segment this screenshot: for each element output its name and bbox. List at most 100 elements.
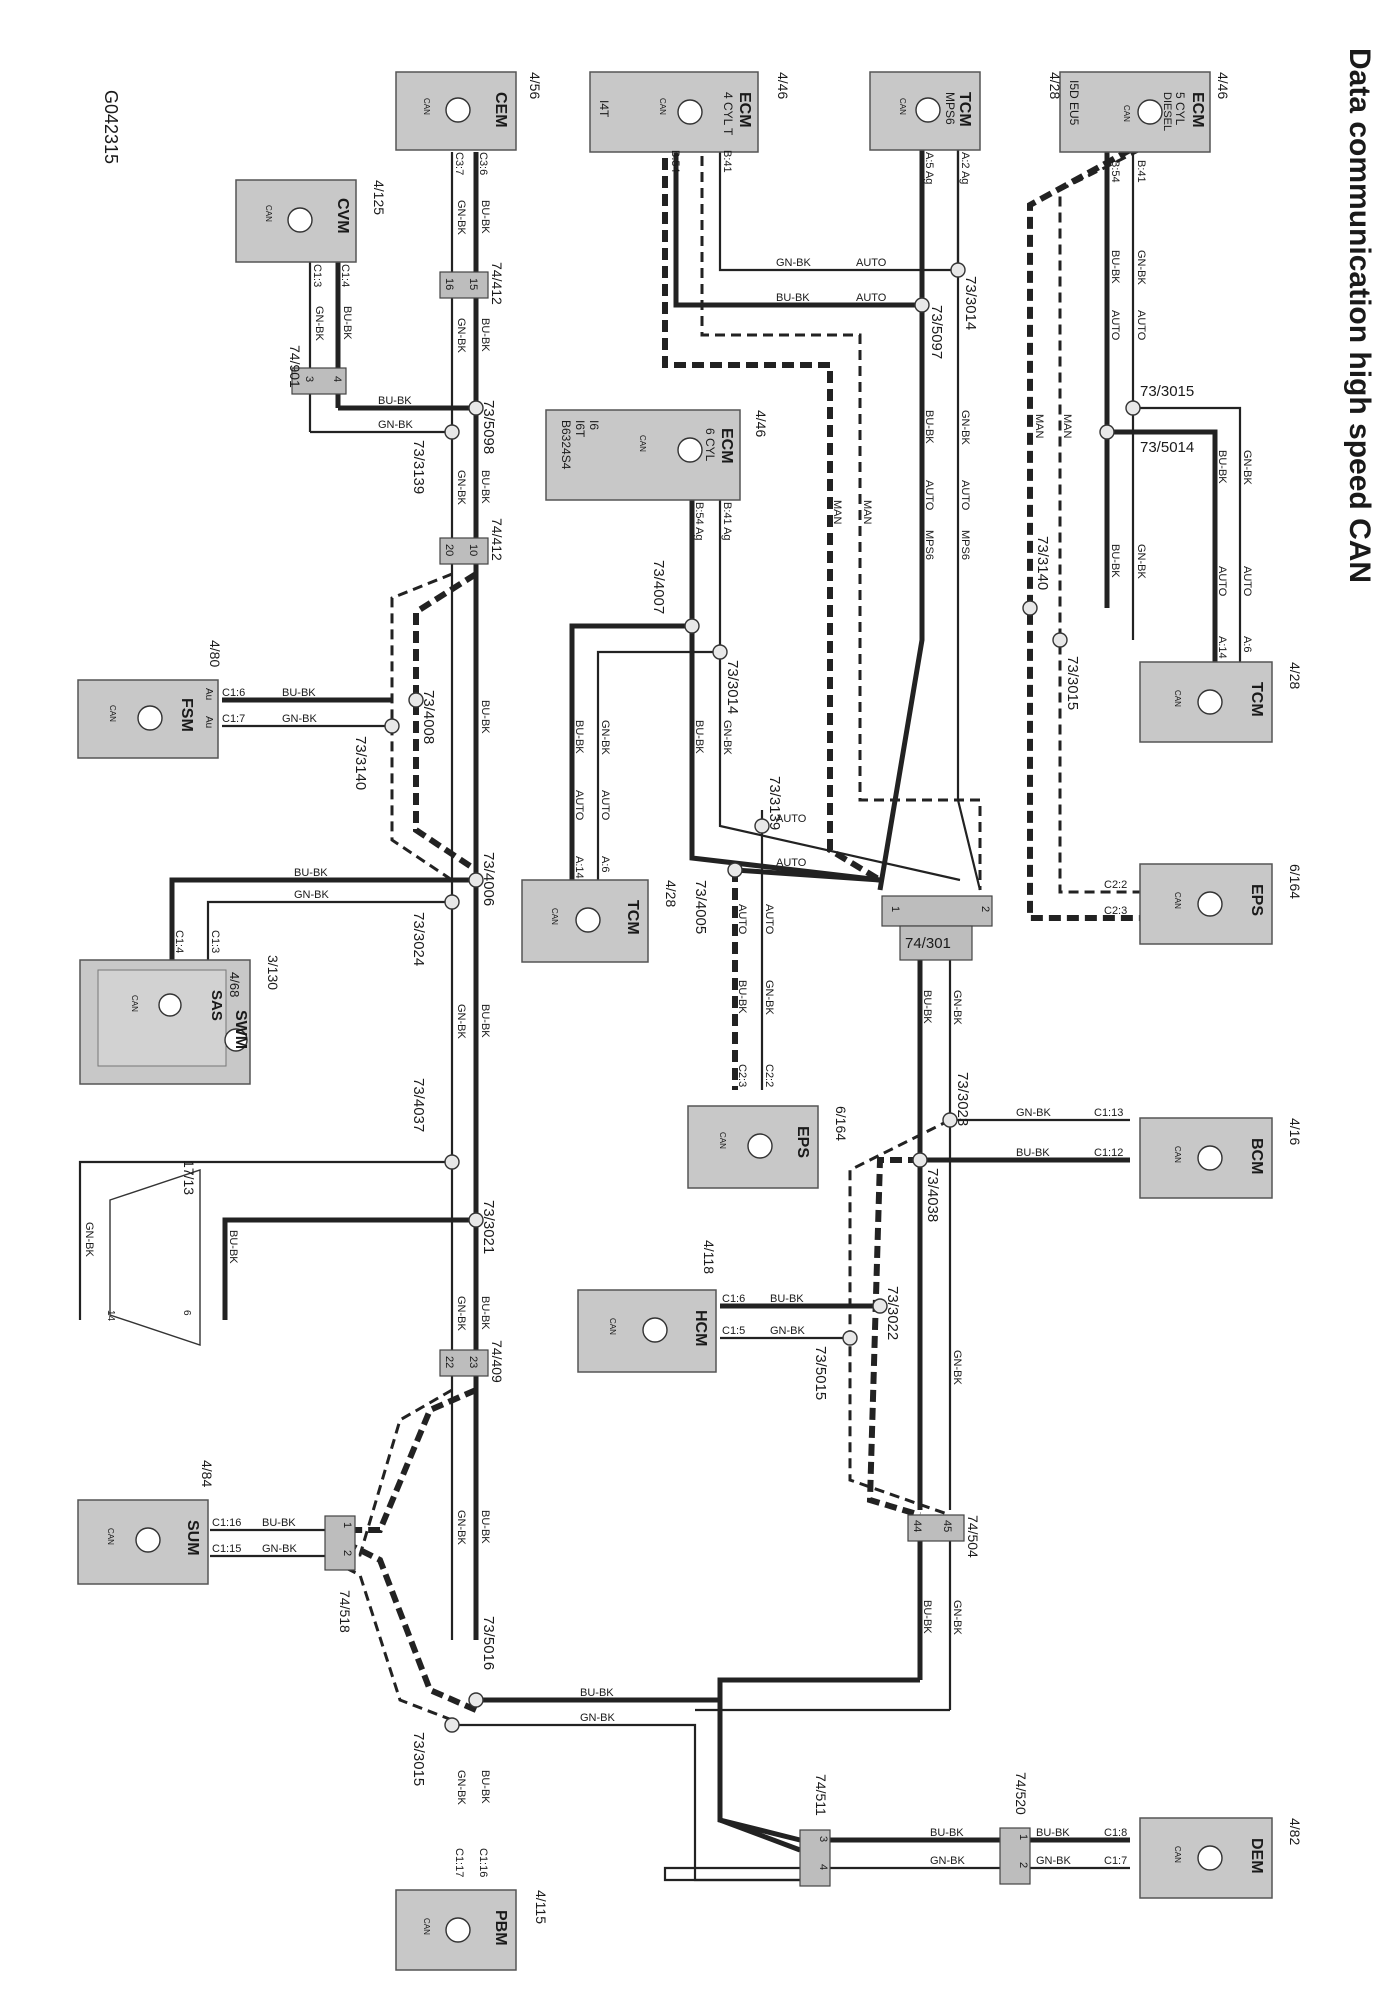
- module-fsm[interactable]: FSM 4/80 Au Au CAN: [77, 640, 223, 759]
- pin-label: C1:13: [1094, 1107, 1123, 1119]
- connector-74-504[interactable]: 45 44 74/504: [907, 1514, 981, 1558]
- splice-point: [444, 424, 460, 440]
- pin-label: B:54: [1109, 160, 1121, 183]
- module-ecm-6cyl[interactable]: ECM 6 CYL I6 I6T B6324S4 4/46 CAN: [545, 409, 769, 501]
- module-tcm-top[interactable]: TCM MPS6 4/28 CAN: [869, 71, 1063, 151]
- diagnostic-connector[interactable]: 17/13 6 14: [105, 1160, 201, 1346]
- bus-label: CAN: [550, 908, 559, 925]
- module-sub: I5D EU5: [1067, 80, 1081, 126]
- wire-color-label: GN-BK: [1135, 250, 1147, 286]
- module-bcm[interactable]: BCM 4/16 CAN: [1139, 1117, 1303, 1199]
- wire-color-label: GN-BK: [313, 306, 325, 342]
- module-tcm-mid[interactable]: TCM 4/28 CAN: [521, 879, 679, 963]
- module-sub: 6 CYL: [703, 428, 717, 462]
- module-ecm-5cyl[interactable]: ECM 5 CYL DIESEL I5D EU5 4/46 CAN: [1059, 71, 1231, 153]
- wire-color-label: BU-BK: [479, 1296, 491, 1330]
- wire-color-label: GN-BK: [455, 470, 467, 506]
- wire-tags: AUTO AUTO MAN MAN AUTO AUTO AUTO AUTO AU…: [573, 257, 1253, 935]
- splice-point: [950, 262, 966, 278]
- module-sas[interactable]: [97, 969, 227, 1067]
- module-swm[interactable]: SWM 3/130 SAS 4/68 CAN: [79, 955, 281, 1085]
- connector-74-409[interactable]: 23 22 74/409: [439, 1340, 505, 1383]
- wire-color-label: BU-BK: [378, 395, 412, 407]
- pin-label: C2:3: [1104, 905, 1127, 917]
- connector-74-412-a[interactable]: 15 16 74/412: [439, 262, 505, 305]
- can-transceiver-icon: [287, 207, 313, 233]
- module-name: SWM: [232, 1010, 249, 1049]
- wire-color-label: GN-BK: [294, 889, 330, 901]
- wire-tag: AUTO: [856, 292, 887, 304]
- splice-label: 73/3014: [962, 276, 979, 330]
- connector-74-511[interactable]: 3 4 74/511: [799, 1774, 831, 1887]
- module-ref: 4/46: [1215, 72, 1231, 99]
- splice-point: [684, 618, 700, 634]
- connector-74-520[interactable]: 1 2 74/520: [999, 1772, 1031, 1885]
- pin-label: C2:3: [736, 1064, 748, 1087]
- wire-ecm4-man-bu: [662, 140, 882, 883]
- wire-color-label: BU-BK: [227, 1230, 239, 1264]
- wire-color-labels: BU-BK GN-BK BU-BK GN-BK BU-BK GN-BK BU-B…: [83, 200, 1253, 1867]
- wire-color-label: GN-BK: [378, 419, 414, 431]
- pin-label: B:54 Ag: [693, 502, 705, 541]
- module-eps-right[interactable]: EPS 6/164 CAN: [1139, 863, 1303, 945]
- module-eps-mid[interactable]: EPS 6/164 CAN: [687, 1105, 849, 1189]
- bus-label: CAN: [1173, 892, 1182, 909]
- wire-color-label: BU-BK: [262, 1517, 296, 1529]
- pin-label: C2:2: [763, 1064, 775, 1087]
- diagram-title: Data communication high speed CAN: [1343, 48, 1376, 583]
- pin-label: C1:7: [1104, 1855, 1127, 1867]
- bus-label: CAN: [1173, 1846, 1182, 1863]
- can-transceiver-icon: [677, 437, 703, 463]
- wire-color-label: BU-BK: [776, 292, 810, 304]
- wire-tag: AUTO: [763, 904, 775, 935]
- wires: [78, 140, 1242, 1882]
- module-hcm[interactable]: HCM 4/118 CAN: [577, 1240, 717, 1373]
- splice-label: 73/4037: [410, 1078, 427, 1132]
- splice-labels: 73/3015 73/5014 73/3014 73/5097 73/5098 …: [352, 276, 1194, 1786]
- pin-label: C1:12: [1094, 1147, 1123, 1159]
- module-name: TCM: [624, 900, 641, 935]
- connector-74-901[interactable]: 4 3 74/901: [287, 345, 347, 395]
- wire-color-label: GN-BK: [951, 990, 963, 1026]
- wire-dlc-gn-bk: [78, 1160, 452, 1320]
- wire-tag: AUTO: [1135, 310, 1147, 341]
- wire-color-label: BU-BK: [580, 1687, 614, 1699]
- module-sum[interactable]: SUM 4/84 CAN: [77, 1460, 215, 1585]
- wire-color-label: GN-BK: [580, 1712, 616, 1724]
- wire-color-label: BU-BK: [923, 410, 935, 444]
- wire-color-label: GN-BK: [1241, 450, 1253, 486]
- wire-color-label: BU-BK: [1216, 450, 1228, 484]
- module-dem[interactable]: DEM 4/82 CAN: [1139, 1817, 1303, 1899]
- module-pbm[interactable]: PBM 4/115 CAN: [395, 1889, 549, 1971]
- module-name: SAS: [208, 990, 225, 1021]
- connector-74-412-b[interactable]: 10 20 74/412: [439, 518, 505, 565]
- connector-pin: 15: [467, 278, 479, 290]
- connector-74-518[interactable]: 1 2 74/518: [324, 1515, 356, 1633]
- module-name: EPS: [1248, 884, 1265, 916]
- bus-label: CAN: [422, 1918, 431, 1935]
- pin-label: C1:5: [722, 1325, 745, 1337]
- pin-label: C1:7: [222, 713, 245, 725]
- splice-point: [1125, 400, 1141, 416]
- wire-3139-bu: [734, 867, 881, 883]
- module-tcm-right[interactable]: TCM 4/28 CAN: [1139, 661, 1303, 743]
- pin-label: C1:4: [173, 930, 185, 953]
- module-cem[interactable]: CEM 4/56 CAN: [395, 71, 543, 151]
- wire-color-label: BU-BK: [479, 1004, 491, 1038]
- module-ref: 4/28: [1047, 72, 1063, 99]
- wire-color-label: GN-BK: [282, 713, 318, 725]
- module-name: HCM: [692, 1310, 709, 1346]
- connector-74-301[interactable]: 1 2 74/301: [881, 895, 993, 961]
- wire-tag: AUTO: [959, 480, 971, 511]
- wire-ecm6-gn: [718, 500, 961, 882]
- modules: ECM 5 CYL DIESEL I5D EU5 4/46 CAN TCM MP…: [77, 71, 1303, 1971]
- splice-label: 73/3022: [884, 1286, 901, 1340]
- splice-label: 73/3139: [410, 440, 427, 494]
- module-cvm[interactable]: CVM 4/125 CAN: [235, 179, 387, 263]
- can-transceiver-icon: [642, 1317, 668, 1343]
- module-ecm-4cyl[interactable]: ECM 4 CYL T I4T 4/46 CAN: [589, 71, 791, 153]
- pin-label: C1:16: [477, 1848, 489, 1877]
- connector-pin: 4: [817, 1864, 829, 1870]
- module-name: PBM: [492, 1910, 509, 1946]
